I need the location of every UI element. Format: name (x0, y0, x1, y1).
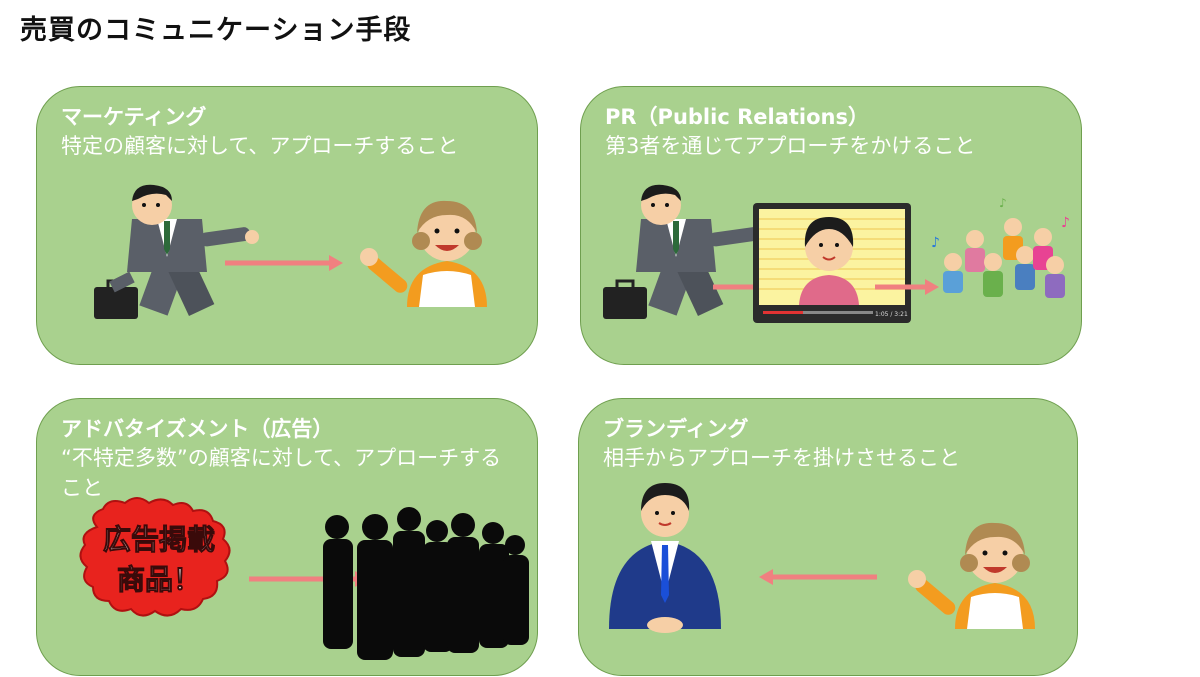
customer-woman-icon (908, 522, 1035, 629)
card-pr: PR（Public Relations） 第3者を通じてアプローチをかけること (580, 86, 1082, 365)
page-title: 売買のコミュニケーション手段 (20, 15, 412, 46)
ad-badge-icon: 広告掲載 商品！ (79, 497, 231, 617)
pr-illustration: 1:05 / 3:21 ♪ ♪ ♪ (603, 184, 1070, 323)
businessman-running-icon (94, 184, 259, 319)
card-description: “不特定多数”の顧客に対して、アプローチすること (61, 446, 502, 500)
card-title: マーケティング (61, 105, 207, 129)
crowd-silhouette-icon (323, 507, 529, 660)
card-title: PR（Public Relations） (605, 105, 869, 129)
marketing-illustration (94, 184, 487, 319)
branding-illustration (609, 483, 1035, 633)
card-description: 特定の顧客に対して、アプローチすること (61, 134, 459, 158)
video-time: 1:05 / 3:21 (875, 311, 908, 318)
card-description: 第3者を通じてアプローチをかけること (605, 134, 976, 158)
card-branding: ブランディング 相手からアプローチを掛けさせること (578, 398, 1078, 676)
video-player-icon: 1:05 / 3:21 (753, 203, 911, 323)
ad-badge-line1: 広告掲載 (103, 523, 215, 556)
customer-woman-icon (360, 200, 487, 307)
crowd-icon: ♪ ♪ ♪ (931, 196, 1070, 298)
card-marketing: マーケティング 特定の顧客に対して、アプローチすること (36, 86, 538, 365)
svg-text:♪: ♪ (931, 235, 940, 251)
businessman-standing-icon (609, 483, 721, 633)
advertisement-illustration: 広告掲載 商品！ (79, 497, 529, 660)
card-title: ブランディング (603, 417, 749, 441)
ad-badge-line2: 商品！ (117, 563, 201, 596)
card-advertisement: アドバタイズメント（広告） “不特定多数”の顧客に対して、アプローチすること 広… (36, 398, 538, 676)
card-title: アドバタイズメント（広告） (61, 417, 334, 441)
svg-text:♪: ♪ (1061, 215, 1070, 231)
svg-text:♪: ♪ (999, 196, 1007, 210)
card-description: 相手からアプローチを掛けさせること (603, 446, 960, 470)
businessman-running-icon (603, 184, 768, 319)
